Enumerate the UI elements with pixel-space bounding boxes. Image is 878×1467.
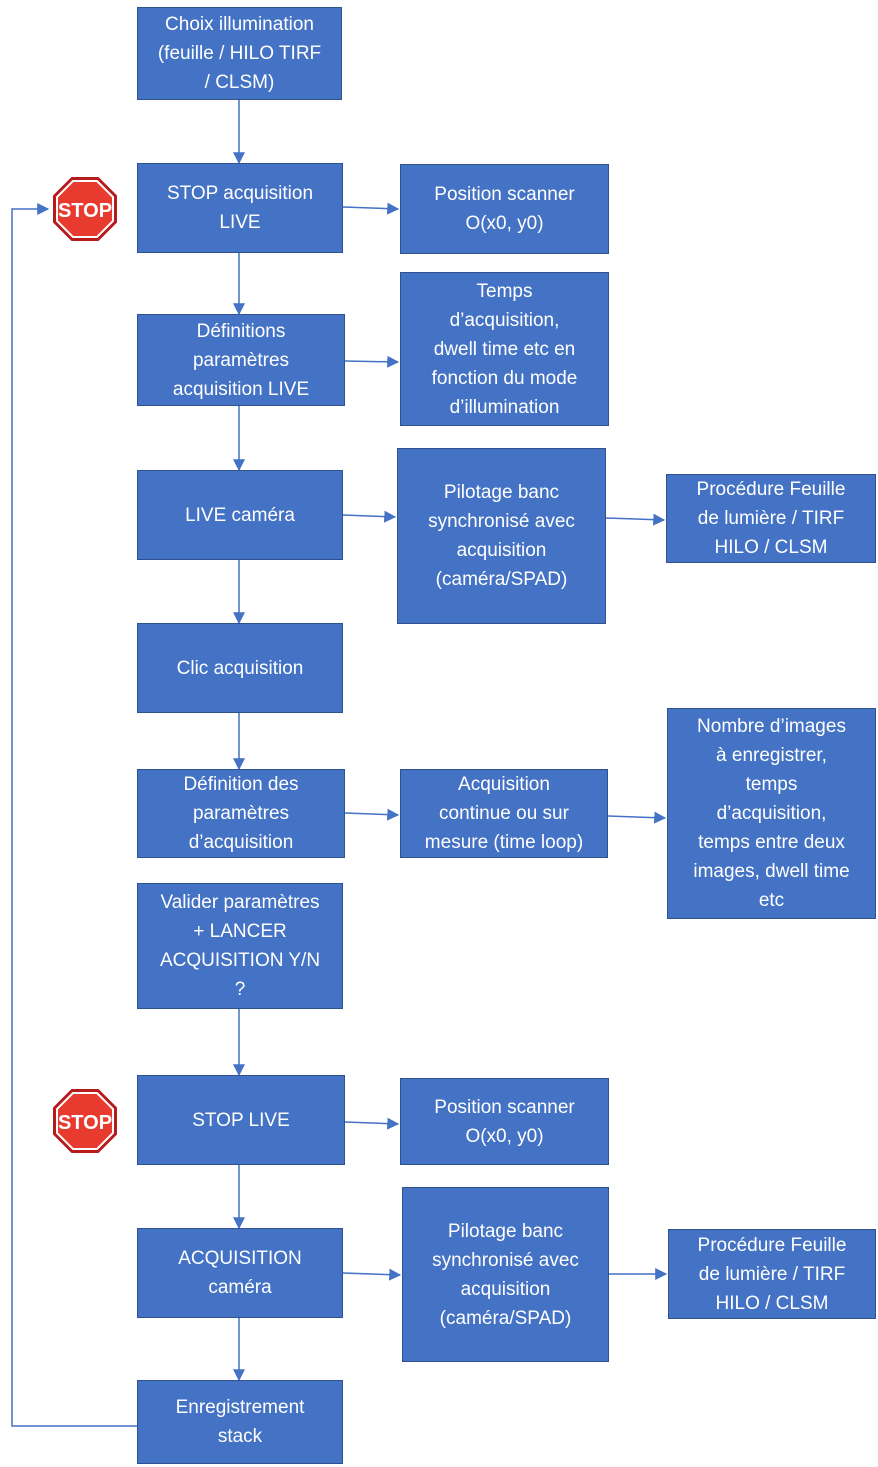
node-definition-des-parametres: Définition des paramètres d’acquisition [137, 769, 345, 858]
edge-def-params-to-acq-cont [344, 808, 400, 821]
stop-sign-1: STOP [52, 176, 118, 242]
node-position-scanner-2: Position scanner O(x0, y0) [400, 1078, 609, 1165]
node-nombre-images: Nombre d’images à enregistrer, temps d’a… [667, 708, 876, 919]
stop-sign-icon: STOP [53, 177, 117, 241]
node-definitions-parametres-live: Définitions paramètres acquisition LIVE [137, 314, 345, 406]
edge-live-cam-to-pilot1 [342, 510, 397, 523]
node-pilotage-banc-2: Pilotage banc synchronisé avec acquisiti… [402, 1187, 609, 1362]
node-position-scanner-1: Position scanner O(x0, y0) [400, 164, 609, 254]
edge-pilot1-to-proc1 [605, 513, 666, 526]
node-procedure-feuille-2: Procédure Feuille de lumière / TIRF HILO… [668, 1229, 876, 1319]
stop-sign-label: STOP [58, 200, 112, 222]
edge-acq-cam-to-pilot2 [342, 1268, 402, 1281]
node-enregistrement-stack: Enregistrement stack [137, 1380, 343, 1464]
node-temps-acquisition: Temps d’acquisition, dwell time etc en f… [400, 272, 609, 426]
node-clic-acquisition: Clic acquisition [137, 623, 343, 713]
stop-sign-icon: STOP [53, 1089, 117, 1153]
node-procedure-feuille-1: Procédure Feuille de lumière / TIRF HILO… [666, 474, 876, 563]
edge-enreg-loop-to-stop1 [11, 203, 137, 1427]
node-valider-parametres: Valider paramètres + LANCER ACQUISITION … [137, 883, 343, 1009]
node-choix-illumination: Choix illumination (feuille / HILO TIRF … [137, 7, 342, 100]
edge-defs-live-to-temps [344, 355, 400, 368]
edge-stop-acq-to-pos1 [342, 202, 400, 215]
node-acquisition-camera: ACQUISITION caméra [137, 1228, 343, 1318]
edge-acq-cont-to-nombre [607, 811, 667, 824]
edge-stop-live-to-pos2 [344, 1117, 400, 1130]
node-pilotage-banc-1: Pilotage banc synchronisé avec acquisiti… [397, 448, 606, 624]
node-stop-live: STOP LIVE [137, 1075, 345, 1165]
node-stop-acquisition-live: STOP acquisition LIVE [137, 163, 343, 253]
stop-sign-label: STOP [58, 1112, 112, 1134]
node-live-camera: LIVE caméra [137, 470, 343, 560]
stop-sign-2: STOP [52, 1088, 118, 1154]
node-acquisition-continue: Acquisition continue ou sur mesure (time… [400, 769, 608, 858]
